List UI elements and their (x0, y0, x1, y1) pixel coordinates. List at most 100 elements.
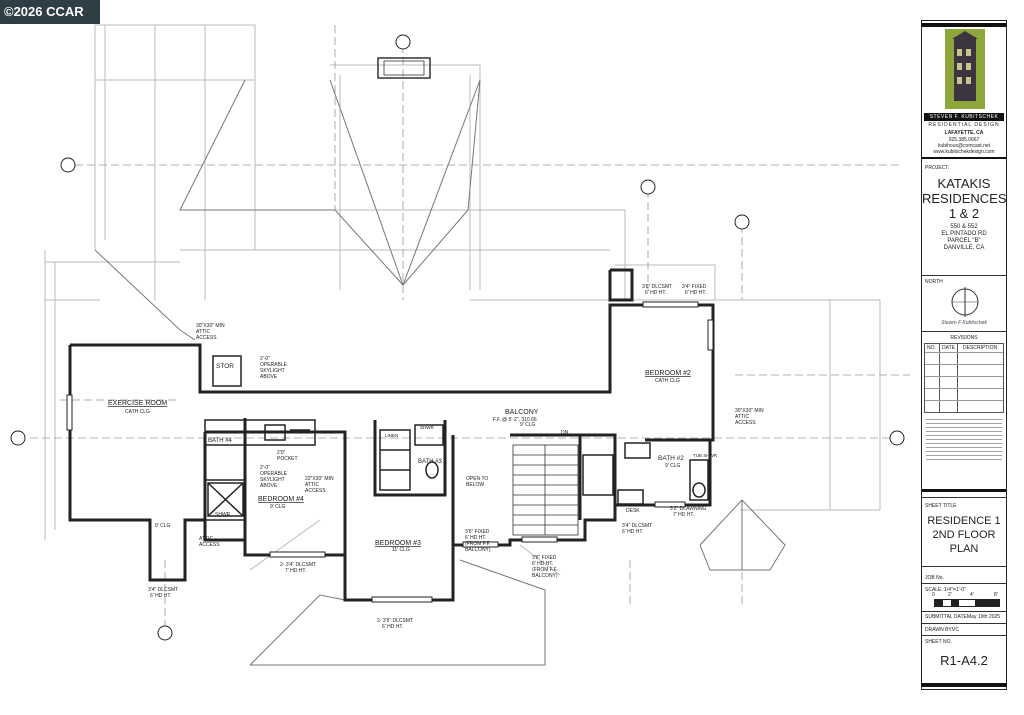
copyright-badge: ©2026 CCAR (0, 0, 100, 24)
project-line3: 1 & 2 (948, 206, 980, 221)
drawn-by-label: DRAWN BY: (925, 627, 953, 633)
scale-tick-0: 0 (932, 592, 935, 598)
note-dlcsmt-1: 2- 3'4" DLCSMT (280, 562, 316, 568)
note-skylight-2d: ABOVE (260, 483, 278, 489)
note-fixed-1c: (FROM F.F. (465, 541, 491, 547)
sheet-title-1: RESIDENCE 1 (927, 515, 1001, 527)
note-attic-access-4b: ATTIC (735, 414, 749, 420)
address-3: PARCEL "B" (947, 238, 981, 244)
note-skylight-2b: OPERABLE (260, 471, 288, 477)
graphic-scale-bar (934, 599, 1000, 607)
note-open-below: OPEN TO (466, 476, 488, 482)
sheet-title-3: PLAN (949, 543, 979, 555)
stairs (512, 444, 579, 536)
note-attic-access-1: 30"X30" MIN (196, 323, 225, 329)
north-arrow-icon (951, 287, 979, 317)
note-attic-access-1b: ATTIC (196, 329, 210, 335)
note-dlawning: 3'2" DLAWNING (670, 506, 707, 512)
note-fixed-2c: (FROM F.F. (532, 567, 558, 573)
note-dlcsmt-3b: 6' HD HT. (382, 624, 403, 630)
firm-web: www.kubitschekdesign.com (933, 149, 995, 155)
section-markers (10, 34, 905, 641)
note-attic-access-1c: ACCESS (196, 335, 217, 341)
note-skylight-2c: SKYLIGHT (260, 477, 285, 483)
chimney (377, 57, 431, 79)
label-shwr-bath3: SHWR (420, 425, 434, 430)
address-1: 550 & 552 (950, 224, 978, 230)
note-clg-balcony: 9' CLG (520, 422, 536, 428)
drawn-by: VC (952, 627, 959, 633)
roof-hips (94, 79, 786, 666)
sheet-no: R1-A4.2 (940, 653, 988, 668)
sheet-no-label: SHEET NO. (925, 639, 952, 645)
room-bedroom4: BEDROOM #4 (258, 496, 304, 503)
scale-label: SCALE: 1/4"=1'-0" (925, 587, 966, 593)
note-dlawning-b: 7' HD HT. (673, 512, 694, 518)
note-attic-access-4: 30"X30" MIN (735, 408, 764, 414)
exterior-walls (68, 268, 715, 602)
firm-email: kubihous@comcast.net (937, 143, 991, 149)
note-attic-access-2b: ATTIC (305, 482, 319, 488)
note-fixed-2b: 6' HD HT. (532, 561, 553, 567)
note-dlcsmt-4: 3'6" DLCSMT (642, 284, 672, 290)
address-4: DANVILLE, CA (943, 245, 985, 251)
general-notes (926, 419, 1002, 463)
note-fixed-2: 3'6" FIXED (532, 555, 557, 561)
note-dlcsmt-4b: 6' HD HT. (645, 290, 666, 296)
room-exercise-clg: CATH CLG (125, 409, 150, 415)
note-attic-access-4c: ACCESS (735, 420, 756, 426)
firm-logo (945, 29, 985, 109)
signature: Steven F Kubitschek (941, 320, 987, 326)
note-clg-bed4: 9' CLG (270, 504, 286, 510)
firm-name: STEVEN F. KUBITSCHEK (924, 113, 1004, 121)
room-balcony: BALCONY (505, 409, 539, 416)
note-attic-access-3: ATTIC (199, 536, 213, 542)
note-dlcsmt-2b: 6' HD HT. (150, 593, 171, 599)
revisions-table: NO. DATE DESCRIPTION (924, 343, 1004, 413)
note-clg-exercise: 9' CLG (155, 523, 171, 529)
note-dlcsmt-2: 3'4" DLCSMT (148, 587, 178, 593)
label-linen: LINEN (385, 433, 398, 438)
title-block: STEVEN F. KUBITSCHEK RESIDENTIAL DESIGN … (921, 20, 1007, 690)
note-skylight-1b: OPERABLE (260, 362, 288, 368)
room-stor: STOR (216, 363, 234, 370)
note-attic-access-3b: ACCESS (199, 542, 220, 548)
firm-city: LAFAYETTE, CA (944, 130, 984, 136)
rev-col-no: NO. (927, 345, 936, 351)
note-dlcsmt-5b: 6' HD HT. (622, 529, 643, 535)
scale-tick-4: 4' (970, 592, 974, 598)
note-fixed-1d: BALCONY) (465, 547, 491, 553)
room-bath3: BATH #3 (418, 459, 443, 465)
note-clg-bed3: 11' CLG (392, 547, 410, 553)
room-bedroom2-clg: CATH CLG (655, 378, 680, 384)
job-no-label: JOB No. (925, 575, 944, 581)
north-label: NORTH (925, 279, 943, 285)
note-dlcsmt-1b: 7' HD HT. (285, 568, 306, 574)
label-tub-shwr: TUB SHWR (693, 453, 718, 458)
note-fixed-1: 3'6" FIXED (465, 529, 490, 535)
rev-col-desc: DESCRIPTION (963, 345, 998, 351)
project-line2: RESIDENCES (922, 191, 1007, 206)
submittal-label: SUBMITTAL DATE: (925, 614, 969, 620)
interior-walls (204, 355, 709, 521)
scale-tick-8: 8' (994, 592, 998, 598)
firm-phone: 925.385.0667 (948, 137, 980, 143)
grid-lines (30, 25, 910, 630)
room-bath4: BATH #4 (208, 438, 233, 444)
submittal-date: May 19th 2025 (967, 614, 1001, 620)
room-exercise: EXERCISE ROOM (108, 400, 167, 407)
note-pocket: 2'0" (277, 450, 286, 456)
room-balcony-sub: F.F. @ 5'-2", 310.66 (493, 417, 537, 423)
note-attic-access-2c: ACCESS (305, 488, 326, 494)
floor-plan-drawing: EXERCISE ROOM CATH CLG STOR BEDROOM #4 B… (10, 24, 910, 666)
note-pocket-b: POCKET (277, 456, 298, 462)
address-2: EL PINTADO RD (941, 231, 987, 237)
note-clg-bath2: 9' CLG (665, 463, 681, 469)
note-fixed-2d: BALCONY) (532, 573, 558, 579)
note-dlcsmt-5: 3'4" DLCSMT (622, 523, 652, 529)
label-desk: DESK (626, 508, 640, 514)
note-dn: DN (561, 430, 569, 436)
room-bedroom2: BEDROOM #2 (645, 370, 691, 377)
note-skylight-1c: SKYLIGHT (260, 368, 285, 374)
note-skylight-1: 2'-0" (260, 356, 270, 362)
